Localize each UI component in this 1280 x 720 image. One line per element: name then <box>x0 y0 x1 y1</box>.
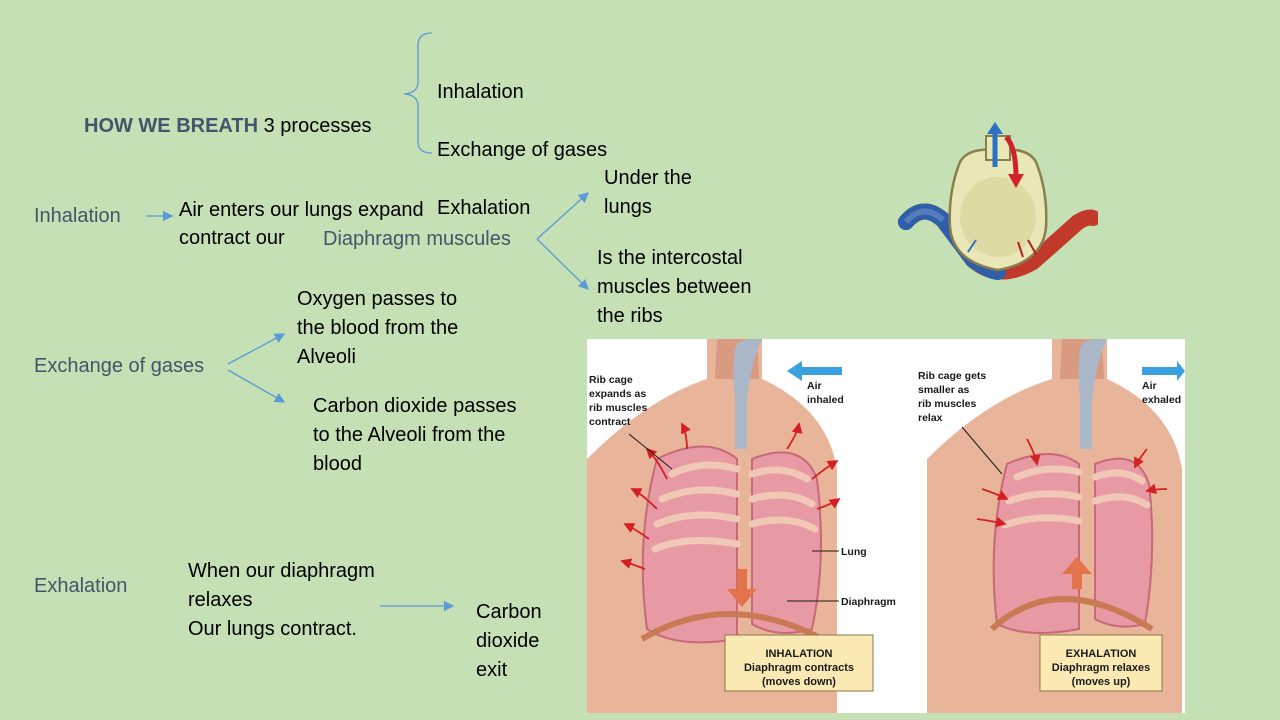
process-item: Exhalation <box>437 197 531 219</box>
oxygen-text: Oxygen passes to the blood from the Alve… <box>297 288 459 368</box>
exchange-label: Exchange of gases <box>34 355 205 377</box>
carbon-dioxide-exit-text: Carbon dioxide exit <box>476 601 542 681</box>
inhalation-body <box>587 339 874 713</box>
left-callout-line: rib muscles <box>589 402 648 414</box>
inhalation-text-line1: Air enters our lungs expand <box>179 199 424 221</box>
diaphragm-muscles-label: Diaphragm muscules <box>323 228 511 250</box>
process-item: Inhalation <box>437 81 524 103</box>
inhalation-box-line1: Diaphragm contracts <box>744 662 854 674</box>
inhalation-label: Inhalation <box>34 205 121 227</box>
diaphragm-branch-up-arrow <box>536 192 589 240</box>
process-list: Inhalation Exchange of gases Exhalation <box>437 49 607 252</box>
left-air-label: Air inhaled <box>807 380 844 406</box>
inhalation-box-line2: (moves down) <box>762 676 836 688</box>
process-item: Exchange of gases <box>437 139 608 161</box>
left-callout-line: Rib cage <box>589 374 633 386</box>
right-callout: Rib cage gets smaller as rib muscles rel… <box>918 370 989 424</box>
exhalation-label: Exhalation <box>34 575 128 597</box>
alveolus-illustration <box>898 122 1098 280</box>
diaphragm-label: Diaphragm <box>841 596 896 608</box>
left-callout: Rib cage expands as rib muscles contract <box>589 374 650 428</box>
right-air-label: Air exhaled <box>1142 380 1181 406</box>
page-title-rest: 3 processes <box>258 115 372 137</box>
under-lungs-text: Under the lungs <box>604 167 692 218</box>
exhalation-box-line2: (moves up) <box>1072 676 1131 688</box>
left-callout-line: expands as <box>589 388 646 400</box>
carbon-dioxide-text: Carbon dioxide passes to the Alveoli fro… <box>313 395 517 475</box>
intercostal-text: Is the intercostal muscles between the r… <box>597 247 752 327</box>
left-callout-line: contract <box>589 416 631 428</box>
page-title: HOW WE BREATH 3 processes <box>84 83 371 141</box>
processes-brace <box>403 32 433 154</box>
exhalation-body <box>927 339 1185 713</box>
exchange-branch-up-arrow <box>227 333 286 365</box>
lung-label: Lung <box>841 546 867 558</box>
breathing-figure: Rib cage expands as rib muscles contract… <box>587 339 1185 713</box>
page-title-bold: HOW WE BREATH <box>84 115 259 137</box>
exhalation-box-line1: Diaphragm relaxes <box>1052 662 1150 674</box>
exhalation-text: When our diaphragm relaxes Our lungs con… <box>188 560 375 640</box>
inhalation-box-title: INHALATION <box>765 648 832 660</box>
exhalation-box-title: EXHALATION <box>1066 648 1137 660</box>
inhalation-text-line2: contract our <box>179 227 285 249</box>
exchange-branch-down-arrow <box>227 369 286 403</box>
diaphragm-branch-down-arrow <box>536 238 589 290</box>
